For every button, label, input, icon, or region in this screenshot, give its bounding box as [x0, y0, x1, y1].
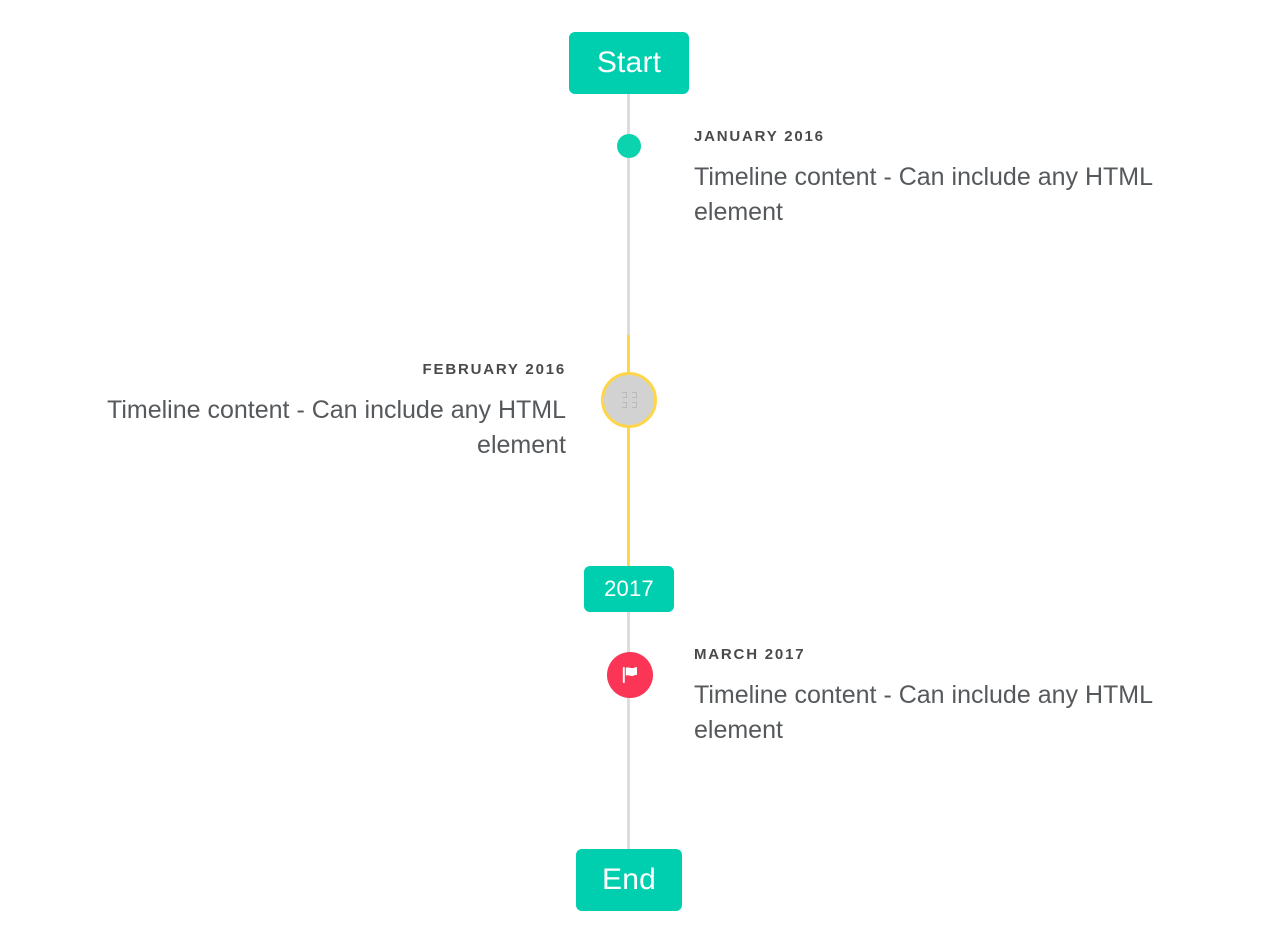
timeline-line-highlighted — [627, 335, 630, 567]
timeline-event-body: Timeline content - Can include any HTML … — [107, 395, 566, 460]
timeline-line-top — [627, 92, 630, 337]
timeline-marker-flag-icon[interactable] — [607, 652, 653, 698]
timeline-marker-broken-image-icon[interactable] — [601, 372, 657, 428]
timeline-end-badge[interactable]: End — [576, 849, 682, 911]
timeline-event-date: MARCH 2017 — [694, 646, 806, 663]
timeline-event-january-2016: JANUARY 2016 Timeline content - Can incl… — [694, 128, 1234, 231]
timeline-event-february-2016: FEBRUARY 2016 Timeline content - Can inc… — [34, 361, 566, 464]
timeline-event-march-2017: MARCH 2017 Timeline content - Can includ… — [694, 646, 1234, 749]
timeline-start-badge[interactable]: Start — [569, 32, 689, 94]
broken-image-icon — [621, 392, 637, 408]
timeline-event-date: JANUARY 2016 — [694, 128, 825, 145]
timeline-event-date: FEBRUARY 2016 — [422, 361, 566, 378]
timeline-marker-dot-icon[interactable] — [617, 134, 641, 158]
timeline-year-badge[interactable]: 2017 — [584, 566, 674, 612]
timeline-event-body: Timeline content - Can include any HTML … — [694, 680, 1153, 745]
timeline-event-body: Timeline content - Can include any HTML … — [694, 162, 1153, 227]
timeline-line-bottom — [627, 612, 630, 852]
flag-icon — [622, 666, 637, 684]
